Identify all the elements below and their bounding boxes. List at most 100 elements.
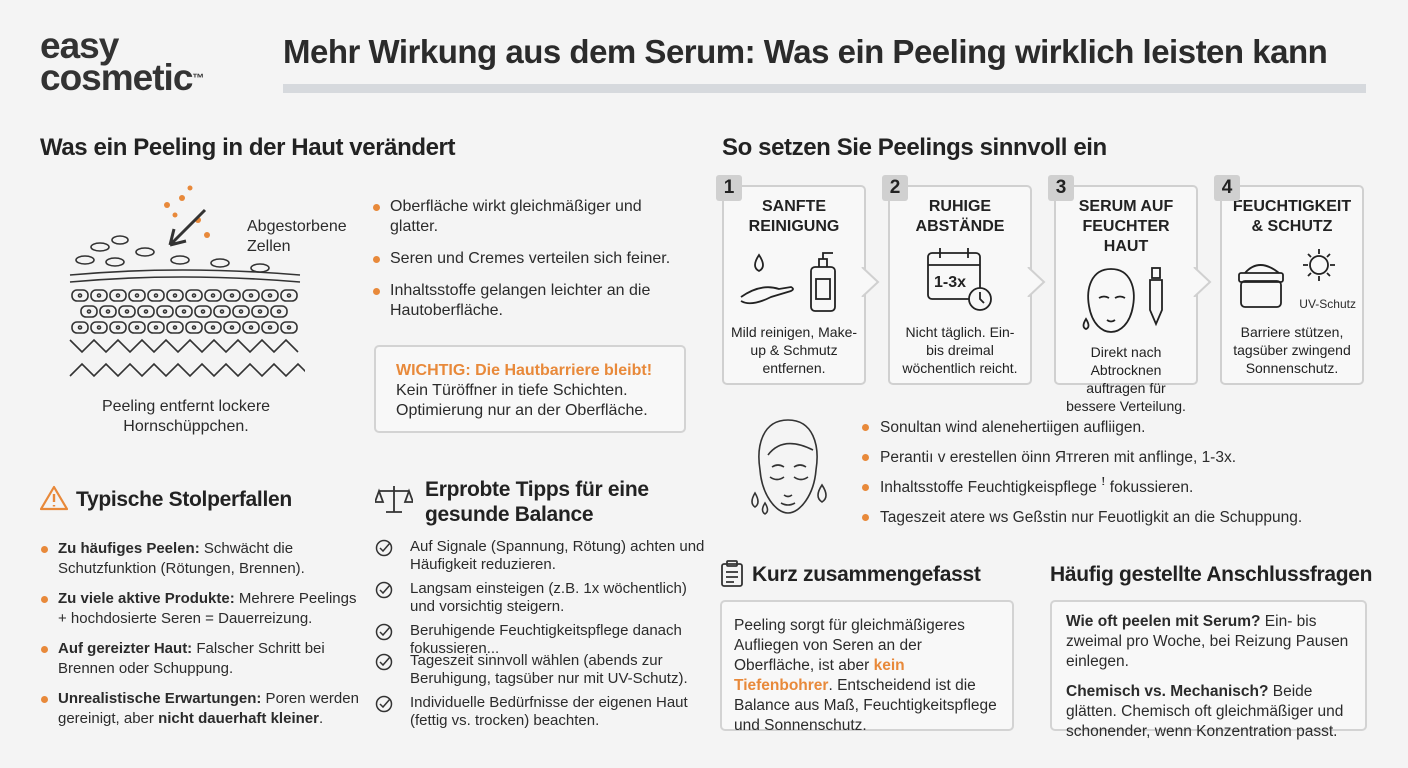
skin-cell xyxy=(261,289,279,302)
list-item: Tageszeit sinnvoll wählen (abends zur Be… xyxy=(375,652,705,688)
skin-cell xyxy=(194,305,212,318)
skin-cell xyxy=(90,321,108,334)
cell-nucleus xyxy=(210,293,216,298)
balance-scale-icon xyxy=(375,486,413,513)
skin-cell xyxy=(223,321,241,334)
step-title: FEUCHTIGKEIT & SCHUTZ xyxy=(1232,198,1352,235)
skin-cell xyxy=(147,321,165,334)
cell-nucleus xyxy=(115,293,121,298)
skin-cell xyxy=(71,289,89,302)
step-description: Mild reinigen, Make-up & Schmutz entfern… xyxy=(730,324,858,376)
face-dropper-icon xyxy=(1056,257,1196,343)
skin-caption: Peeling entfernt lockere Hornschüppchen. xyxy=(101,398,271,435)
skin-heading: Was ein Peeling in der Haut verändert xyxy=(40,134,456,161)
cell-nucleus xyxy=(248,293,254,298)
summary-box: Peeling sorgt für gleichmäßigeres Auflie… xyxy=(720,600,1014,734)
cell-nucleus xyxy=(172,293,178,298)
list-item: Zu häufiges Peelen: Schwächt die Schutzf… xyxy=(40,539,365,579)
step-card: 4 FEUCHTIGKEIT & SCHUTZ UV-Schutz Barrie… xyxy=(1214,175,1364,385)
chevron-right-icon xyxy=(861,267,880,297)
skin-cell xyxy=(71,321,89,334)
list-item: Unrealistische Erwartungen: Poren werden… xyxy=(40,689,365,729)
skin-layers-illustration xyxy=(69,185,305,378)
cell-nucleus xyxy=(134,325,140,330)
list-item: Auf gereizter Haut: Falscher Schritt bei… xyxy=(40,639,365,679)
skin-cell xyxy=(204,289,222,302)
steps-heading: So setzen Sie Peelings sinnvoll ein xyxy=(722,134,1107,161)
chevron-right-icon xyxy=(1027,267,1046,297)
svg-text:1-3x: 1-3x xyxy=(934,274,966,291)
list-item: Perantiı v erestellen öinn Ятreren mit a… xyxy=(862,448,1332,467)
cell-nucleus xyxy=(229,325,235,330)
check-circle-icon xyxy=(375,695,393,713)
cell-nucleus xyxy=(267,325,273,330)
cell-nucleus xyxy=(229,293,235,298)
list-item: Inhaltsstoffe gelangen leichter an die H… xyxy=(372,281,682,321)
pitfalls-heading: Typische Stolperfallen xyxy=(76,488,292,511)
skin-cell xyxy=(166,289,184,302)
skin-cell xyxy=(213,305,231,318)
check-circle-icon xyxy=(375,539,393,557)
cell-nucleus xyxy=(248,325,254,330)
list-item: Seren und Cremes verteilen sich feiner. xyxy=(372,249,682,269)
cell-nucleus xyxy=(276,309,282,314)
list-item: Individuelle Bedürfnisse der eigenen Hau… xyxy=(375,694,705,730)
list-item: Beruhigende Feuchtigkeitspflege danach f… xyxy=(375,622,705,658)
check-circle-icon xyxy=(375,653,393,671)
step-description: Nicht täglich. Ein- bis dreimal wöchentl… xyxy=(902,324,1018,376)
faq-item: Chemisch vs. Mechanisch? Beide glätten. … xyxy=(1066,683,1344,740)
cream-sun-icon xyxy=(1222,237,1362,323)
chevron-right-icon xyxy=(1193,267,1212,297)
cell-nucleus xyxy=(162,309,168,314)
skin-benefits-list: Oberfläche wirkt gleichmäßiger und glatt… xyxy=(372,197,682,333)
list-item: Langsam einsteigen (z.B. 1x wöchentlich)… xyxy=(375,580,705,616)
skin-cell xyxy=(223,289,241,302)
skin-cell xyxy=(147,289,165,302)
skin-cell xyxy=(90,289,108,302)
skin-cell xyxy=(99,305,117,318)
skin-cell xyxy=(128,321,146,334)
warning-icon xyxy=(40,485,68,511)
cell-nucleus xyxy=(96,293,102,298)
cell-nucleus xyxy=(77,325,83,330)
list-item: Sonultan wind alenehertiigen aufliigen. xyxy=(862,418,1332,437)
step-card: 2 RUHIGE ABSTÄNDE 1-3x Nicht täglich. Ei… xyxy=(882,175,1046,385)
step-card: 3 SERUM AUF FEUCHTER HAUT Direkt nach Ab… xyxy=(1048,175,1212,414)
list-item: Oberfläche wirkt gleichmäßiger und glatt… xyxy=(372,197,682,237)
step-number: 4 xyxy=(1214,175,1240,201)
cell-nucleus xyxy=(238,309,244,314)
step-title: SANFTE REINIGUNG xyxy=(748,198,840,235)
calendar-clock-icon: 1-3x xyxy=(890,237,1030,323)
skin-cell xyxy=(128,289,146,302)
hand-soap-icon xyxy=(724,237,864,323)
cell-nucleus xyxy=(143,309,149,314)
check-circle-icon xyxy=(375,581,393,599)
cell-nucleus xyxy=(210,325,216,330)
page-title: Mehr Wirkung aus dem Serum: Was ein Peel… xyxy=(283,33,1328,70)
skin-cell xyxy=(251,305,269,318)
list-item: Tageszeit atere ws Geßstin nur Feuotligk… xyxy=(862,508,1332,527)
step-title: SERUM AUF FEUCHTER HAUT xyxy=(1078,198,1174,255)
skin-cell xyxy=(156,305,174,318)
cell-nucleus xyxy=(153,325,159,330)
skin-cell xyxy=(175,305,193,318)
check-circle-icon xyxy=(375,623,393,641)
uv-label: UV-Schutz xyxy=(1299,297,1356,311)
step-title: RUHIGE ABSTÄNDE xyxy=(915,198,1005,235)
skin-cell xyxy=(185,321,203,334)
faq-item: Wie oft peelen mit Serum? Ein- bis zweim… xyxy=(1066,613,1349,670)
cell-nucleus xyxy=(172,325,178,330)
skin-cell xyxy=(280,289,298,302)
tips-heading: Erprobte Tipps für eine gesunde Balance xyxy=(425,478,649,526)
step-number: 3 xyxy=(1048,175,1074,201)
skin-cell xyxy=(270,305,288,318)
cell-nucleus xyxy=(134,293,140,298)
cell-nucleus xyxy=(115,325,121,330)
cell-nucleus xyxy=(267,293,273,298)
title-divider xyxy=(283,84,1366,93)
skin-cell xyxy=(204,321,222,334)
cell-nucleus xyxy=(200,309,206,314)
cell-nucleus xyxy=(77,293,83,298)
skin-cell xyxy=(261,321,279,334)
